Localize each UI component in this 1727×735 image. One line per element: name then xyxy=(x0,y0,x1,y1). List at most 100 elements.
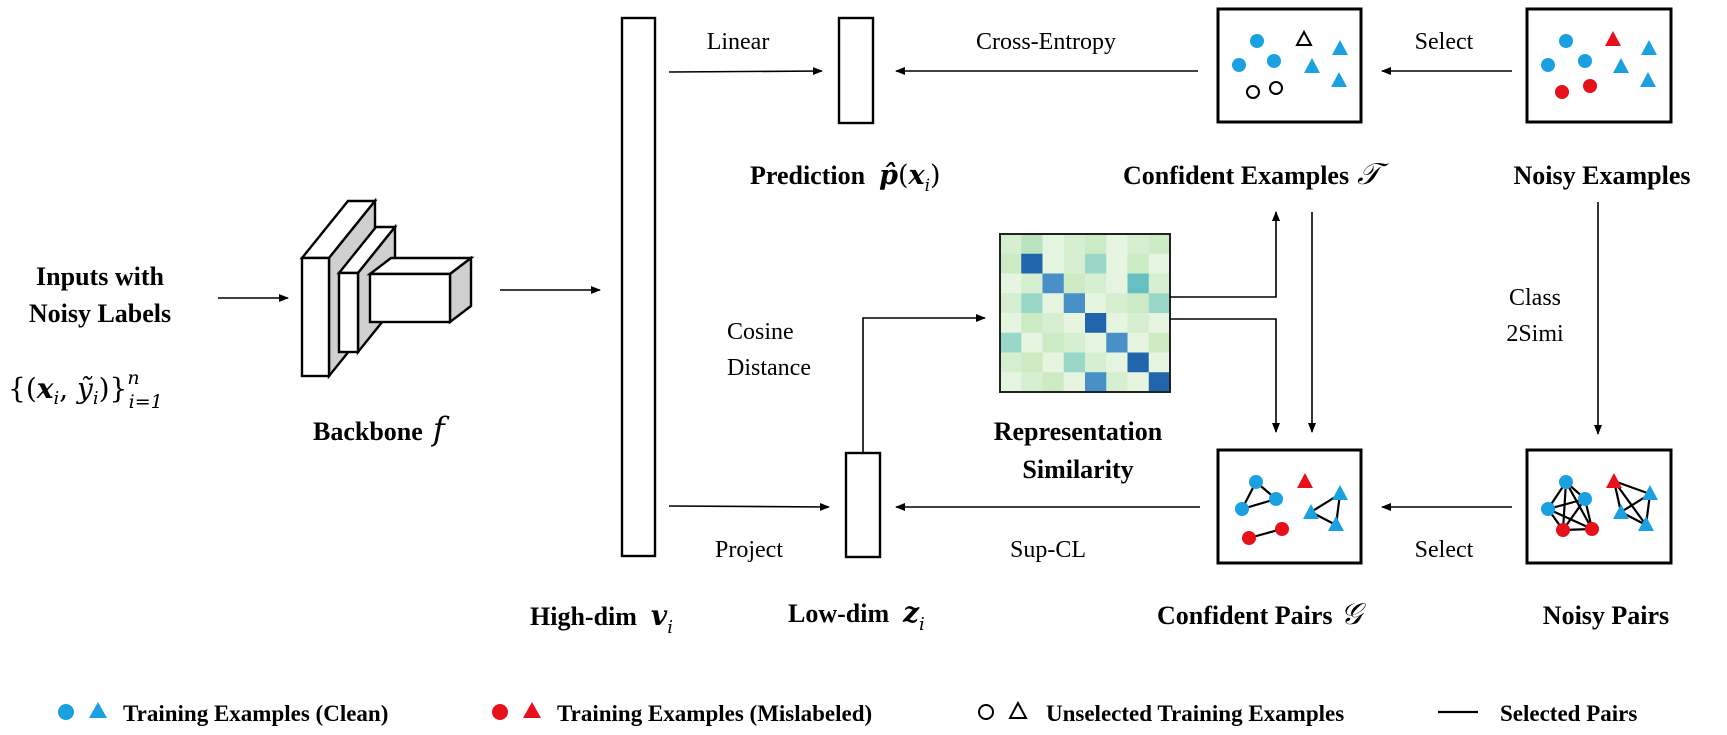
similarity-cell xyxy=(1127,372,1150,393)
similarity-cell xyxy=(1063,293,1086,314)
legend-clean-label: Training Examples (Clean) xyxy=(123,701,388,726)
legend-pairs-label: Selected Pairs xyxy=(1500,701,1637,726)
similarity-label-line2: Similarity xyxy=(1022,455,1133,484)
arrow-linear xyxy=(668,67,823,76)
clean-triangle-marker xyxy=(1613,504,1629,519)
clean-circle-marker xyxy=(1578,54,1592,68)
clean-triangle-marker xyxy=(1303,504,1319,519)
confident-examples-markers xyxy=(1232,29,1348,99)
similarity-cell xyxy=(1042,234,1065,255)
backbone-symbol: f xyxy=(431,410,450,448)
legend-unselected-triangle-icon xyxy=(1008,700,1028,719)
similarity-cell xyxy=(1106,352,1128,373)
noisy-pairs-label: Noisy Pairs xyxy=(1543,601,1669,630)
similarity-cell xyxy=(1127,332,1150,353)
clean-triangle-marker xyxy=(1613,58,1629,73)
similarity-cell xyxy=(1148,273,1171,294)
similarity-cell xyxy=(1000,352,1022,373)
unselected-triangle-marker xyxy=(1295,29,1313,46)
sup-cl-label: Sup-CL xyxy=(1010,537,1086,563)
clean-circle-marker xyxy=(1269,492,1283,506)
set-subscript: i=1 xyxy=(129,391,163,413)
similarity-cell xyxy=(1063,234,1086,255)
mislabeled-circle-marker xyxy=(1242,531,1256,545)
clean-triangle-marker xyxy=(1332,40,1348,55)
similarity-cell xyxy=(1106,273,1128,294)
similarity-cell xyxy=(1021,313,1043,334)
similarity-cell xyxy=(1085,273,1107,294)
similarity-cell xyxy=(1000,273,1022,294)
similarity-cell xyxy=(1021,293,1043,314)
low-dim-text: Low-dim xyxy=(788,599,889,628)
confident-pairs-text: Confident Pairs xyxy=(1157,601,1333,630)
mislabeled-circle-marker xyxy=(1583,79,1597,93)
prediction-close: ) xyxy=(930,160,941,191)
clean-circle-marker xyxy=(1541,502,1555,516)
similarity-cell xyxy=(1085,293,1107,314)
project-label: Project xyxy=(715,537,783,563)
similarity-cell xyxy=(1127,352,1150,373)
legend-unselected-label: Unselected Training Examples xyxy=(1046,701,1344,726)
similarity-cell xyxy=(1106,332,1128,353)
arrow-similarity-to-confident-pairs xyxy=(1170,318,1280,433)
clean-circle-marker xyxy=(1250,34,1264,48)
mislabeled-circle-marker xyxy=(1555,85,1569,99)
clean-triangle-marker xyxy=(1332,485,1348,500)
similarity-cell xyxy=(1042,273,1065,294)
similarity-cell xyxy=(1000,313,1022,334)
similarity-cell xyxy=(1021,352,1043,373)
prediction-subscript: i xyxy=(925,176,930,196)
similarity-cell xyxy=(1021,234,1043,255)
cosine-label-line2: Distance xyxy=(727,355,811,381)
select-bottom-label: Select xyxy=(1415,537,1474,563)
clean-triangle-marker xyxy=(1331,72,1347,87)
legend-unselected-circle-icon xyxy=(978,704,994,720)
linear-label: Linear xyxy=(707,29,770,55)
mislabeled-circle-marker xyxy=(1585,522,1599,536)
clean-triangle-marker xyxy=(1638,516,1654,531)
legend-clean-triangle-icon xyxy=(89,702,107,718)
clean-triangle-marker xyxy=(1641,40,1657,55)
high-dim-bar xyxy=(620,16,657,558)
arrow-project xyxy=(668,502,830,511)
legend-mislabeled-triangle-icon xyxy=(523,702,541,718)
similarity-cell xyxy=(1106,293,1128,314)
confident-examples-text: Confident Examples xyxy=(1123,161,1349,190)
similarity-cell xyxy=(1148,352,1171,373)
similarity-cell xyxy=(1127,253,1150,274)
similarity-cell xyxy=(1042,313,1065,334)
similarity-matrix-frame xyxy=(999,233,1171,393)
legend-mislabeled-circle-icon xyxy=(492,704,508,720)
similarity-cell xyxy=(1063,352,1086,373)
similarity-cell xyxy=(1148,293,1171,314)
prediction-bar xyxy=(837,16,875,125)
clean-circle-marker xyxy=(1232,58,1246,72)
prediction-x: x xyxy=(908,160,926,191)
arrow-similarity-to-confident-examples xyxy=(1170,211,1280,298)
set-x-subscript: i xyxy=(53,388,59,409)
similarity-cell xyxy=(1042,253,1065,274)
similarity-cell xyxy=(1063,273,1086,294)
arrow-cosine-distance xyxy=(862,314,986,452)
inputs-title-line1: Inputs with xyxy=(36,262,164,291)
similarity-cell xyxy=(1106,234,1128,255)
similarity-cell xyxy=(1000,372,1022,393)
class2simi-label-line1: Class xyxy=(1509,285,1561,311)
similarity-cell xyxy=(1085,253,1107,274)
noisy-pairs-markers xyxy=(1541,473,1658,537)
prediction-open: ( xyxy=(898,160,909,191)
set-superscript: n xyxy=(127,367,139,389)
similarity-cell xyxy=(1021,273,1043,294)
similarity-cell xyxy=(1085,234,1107,255)
set-comma: , xyxy=(59,372,77,405)
similarity-cell xyxy=(1127,313,1150,334)
clean-circle-marker xyxy=(1559,475,1573,489)
legend-clean-circle-icon xyxy=(58,704,74,720)
cross-entropy-label: Cross-Entropy xyxy=(976,29,1116,55)
clean-circle-marker xyxy=(1249,475,1263,489)
set-y-subscript: i xyxy=(93,388,99,409)
